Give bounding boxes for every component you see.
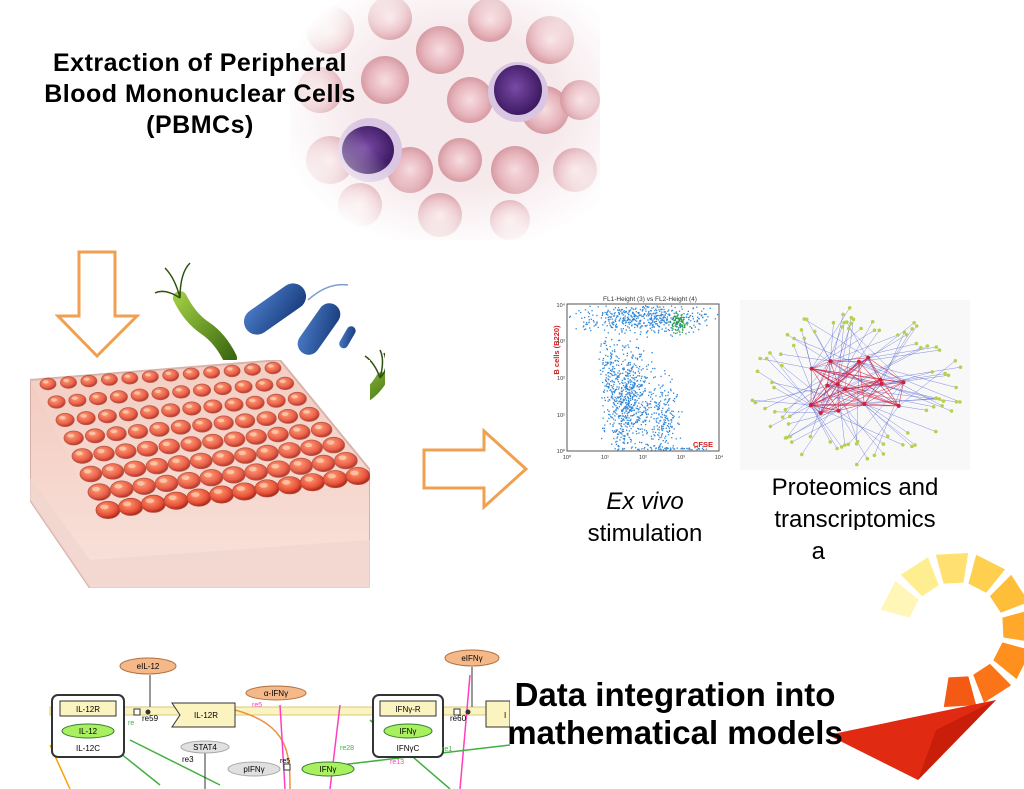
flow-xtick-4: 10⁴: [715, 454, 724, 461]
flow-cytometry-plot: FL1-Height (3) vs FL2-Height (4) B cells…: [553, 290, 728, 465]
pbmc-title-line1: Extraction of Peripheral: [52, 49, 348, 77]
well-plate-image: [30, 360, 370, 588]
reaction-re1: re1: [442, 746, 452, 753]
cycle-arrow-icon: [826, 530, 1024, 785]
pbmc-title-line2: Blood Mononuclear Cells: [44, 80, 356, 108]
reaction-re13: re13: [390, 759, 404, 766]
right-arrow-icon: [422, 428, 529, 510]
omics-label-line1: Proteomics and: [771, 474, 939, 501]
pbmc-extraction-title: Extraction of Peripheral Blood Mononucle…: [10, 48, 390, 141]
integration-label-line1: Data integration into: [514, 676, 836, 713]
network-nodes: [750, 306, 963, 467]
reaction-re28: re28: [340, 745, 354, 752]
reaction-re-partial: re: [128, 720, 134, 727]
plate-wells: [39, 361, 370, 519]
flow-plot-title: FL1-Height (3) vs FL2-Height (4): [603, 296, 697, 303]
node-il12r-a: IL-12R: [76, 705, 100, 714]
bacteria-icon: [154, 262, 385, 422]
flow-xtick-0: 10⁰: [563, 454, 572, 461]
flow-plot-ylabel: B cells (B220): [553, 325, 561, 375]
flow-xtick-1: 10¹: [601, 455, 609, 461]
down-arrow-icon: [55, 250, 140, 359]
reaction-re5b: re5: [280, 758, 290, 765]
blood-smear-image: [290, 0, 600, 240]
node-partial: I: [504, 711, 506, 720]
flow-ytick-2: 10²: [557, 376, 565, 382]
flow-ytick-4: 10⁴: [557, 302, 566, 309]
node-ifng-r: IFNγ-R: [395, 705, 421, 714]
node-eil12: eIL-12: [137, 662, 160, 671]
node-il12: IL-12: [79, 727, 98, 736]
reaction-re3: re3: [182, 755, 194, 764]
node-alpha-ifng: α-IFNγ: [264, 689, 288, 698]
reaction-re59: re59: [142, 714, 159, 723]
node-pifng: pIFNγ: [243, 765, 264, 774]
node-stat4: STAT4: [193, 743, 217, 752]
omics-label-line2: transcriptomics: [774, 506, 936, 533]
flow-plot-xlabel: CFSE: [693, 440, 713, 449]
node-il12c: IL-12C: [76, 744, 100, 753]
node-ifng-a: IFNγ: [320, 765, 337, 774]
flow-xtick-2: 10²: [639, 455, 647, 461]
node-il12r-b: IL-12R: [194, 711, 218, 720]
flow-ytick-3: 10³: [557, 339, 565, 345]
mathematical-model-diagram: eIL-12 eIFNγ IL-12R IL-12 IL-12C IL-12R …: [40, 645, 510, 789]
ex-vivo-stimulation-label: Ex vivo stimulation: [560, 486, 730, 550]
omics-network-graph: [740, 300, 970, 470]
stim-label-line2: stimulation: [587, 520, 703, 547]
integration-label-line2: mathematical models: [507, 714, 843, 751]
node-ifngc: IFNγC: [397, 744, 420, 753]
pbmc-title-line3: (PBMCs): [146, 111, 254, 139]
node-ifng-b: IFNγ: [400, 727, 417, 736]
flow-xtick-3: 10³: [677, 455, 685, 461]
stim-label-line1: Ex vivo: [606, 488, 684, 515]
data-integration-label: Data integration into mathematical model…: [470, 676, 880, 752]
flow-ytick-0: 10⁰: [557, 448, 566, 455]
reaction-re60: re60: [450, 714, 467, 723]
reaction-re5a: re5: [252, 702, 262, 709]
node-eifng: eIFNγ: [461, 654, 482, 663]
flow-ytick-1: 10¹: [557, 413, 565, 419]
flow-plot-events: [569, 305, 719, 452]
